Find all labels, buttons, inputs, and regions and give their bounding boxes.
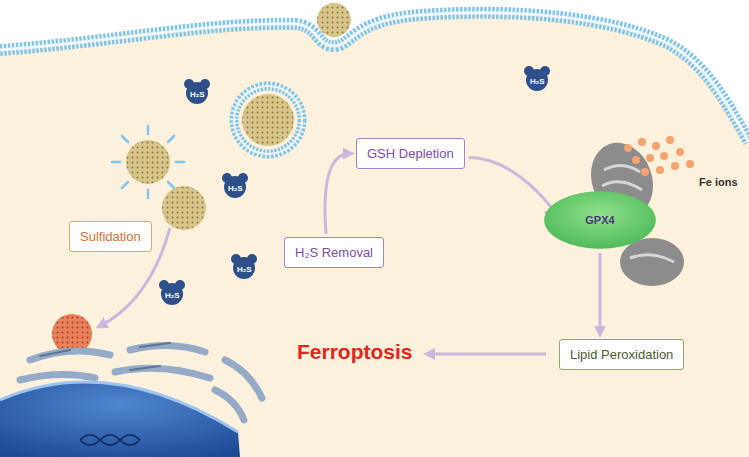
outcome-label: Ferroptosis (297, 340, 413, 364)
enzyme-ellipse: GPX4 (543, 190, 657, 250)
flow-arrow (469, 158, 553, 210)
node-text: Sulfidation (80, 229, 141, 244)
molecule-label: H₂S (190, 90, 205, 99)
flow-arrow (325, 154, 350, 235)
node-text: Lipid Peroxidation (570, 347, 673, 362)
node-text: H₂S Removal (295, 245, 373, 260)
node-text: GPX4 (585, 214, 614, 226)
molecule-label: H₂S (237, 265, 252, 274)
process-box: Lipid Peroxidation (559, 339, 684, 370)
molecule-label: H₂S (228, 184, 243, 193)
process-box: GSH Depletion (356, 138, 465, 169)
process-box: Sulfidation (69, 221, 152, 252)
molecule-label: H₂S (530, 77, 545, 86)
molecule-label: H₂S (165, 291, 180, 300)
node-text: GSH Depletion (367, 146, 454, 161)
process-box: H₂S Removal (284, 237, 384, 268)
ion-label: Fe ions (699, 176, 738, 188)
flow-arrow (599, 253, 602, 333)
